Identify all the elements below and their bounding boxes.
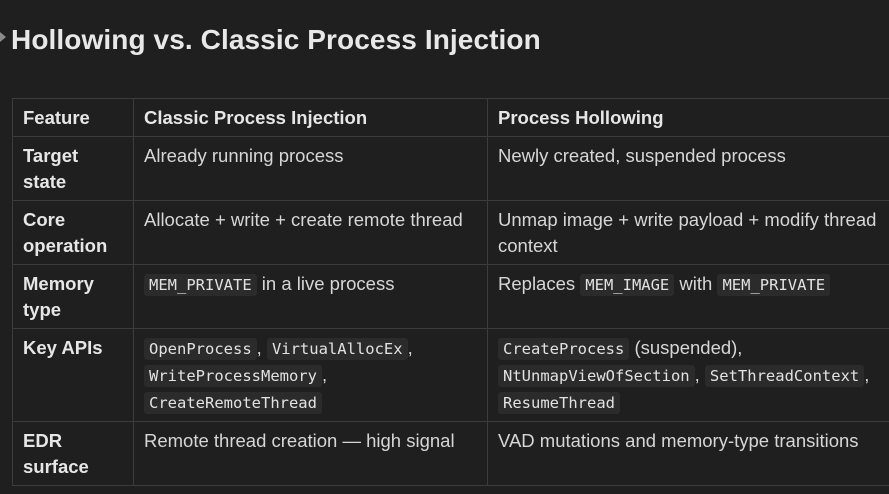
feature-cell: Memory type [12,264,134,329]
table-header-row: Feature Classic Process Injection Proces… [12,98,889,137]
classic-cell: OpenProcess, VirtualAllocEx, WriteProces… [133,328,488,422]
inline-code: ResumeThread [498,392,620,414]
table-row: Key APIs OpenProcess, VirtualAllocEx, Wr… [12,328,889,422]
hollowing-cell: CreateProcess (suspended), NtUnmapViewOf… [487,328,889,422]
table-row: EDR surface Remote thread creation — hig… [12,421,889,486]
column-header-feature: Feature [12,98,134,137]
feature-cell: Target state [12,136,134,201]
cell-text: in a live process [261,273,395,294]
classic-cell: MEM_PRIVATE in a live process [133,264,488,329]
hollowing-cell: Replaces MEM_IMAGE with MEM_PRIVATE [487,264,889,329]
page-title: Hollowing vs. Classic Process Injection [11,24,541,55]
inline-code: WriteProcessMemory [144,365,322,387]
comparison-table: Feature Classic Process Injection Proces… [12,98,889,486]
hollowing-cell: VAD mutations and memory-type transition… [487,421,889,486]
inline-code: OpenProcess [144,338,257,360]
hollowing-cell: Unmap image + write payload + modify thr… [487,200,889,265]
inline-code: MEM_IMAGE [580,274,675,296]
inline-code: SetThreadContext [704,365,865,387]
cell-text: Replaces [498,273,576,294]
classic-cell: Remote thread creation — high signal [133,421,488,486]
feature-cell: Core operation [12,200,134,265]
feature-cell: EDR surface [12,421,134,486]
collapse-caret-icon[interactable] [0,32,6,42]
column-header-classic: Classic Process Injection [133,98,488,137]
column-header-hollowing: Process Hollowing [487,98,889,137]
table-row: Memory type MEM_PRIVATE in a live proces… [12,264,889,329]
table-row: Core operation Allocate + write + create… [12,200,889,265]
inline-code: VirtualAllocEx [266,338,408,360]
cell-text: with [679,273,713,294]
inline-code: MEM_PRIVATE [144,274,257,296]
cell-text: (suspended), [634,337,743,358]
feature-cell: Key APIs [12,328,134,422]
hollowing-cell: Newly created, suspended process [487,136,889,201]
table-row: Target state Already running process New… [12,136,889,201]
inline-code: CreateProcess [498,338,630,360]
classic-cell: Allocate + write + create remote thread [133,200,488,265]
inline-code: MEM_PRIVATE [717,274,831,296]
inline-code: CreateRemoteThread [144,392,322,414]
inline-code: NtUnmapViewOfSection [498,365,695,387]
classic-cell: Already running process [133,136,488,201]
